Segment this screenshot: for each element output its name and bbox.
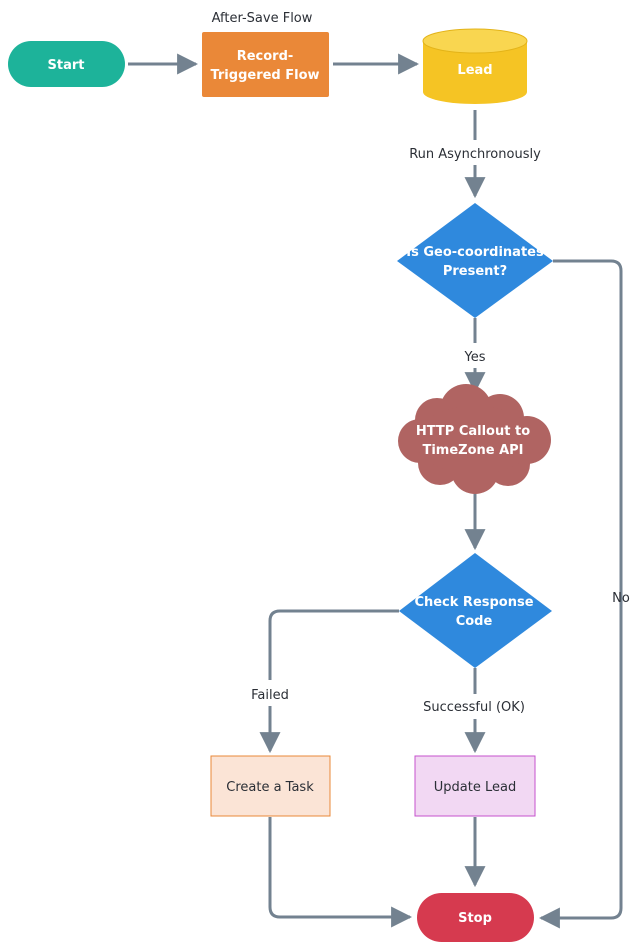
lead-label: Lead xyxy=(457,63,492,78)
no-label: No xyxy=(612,591,630,606)
connectors xyxy=(128,53,623,929)
update-lead-node xyxy=(414,755,536,817)
check-response-decision xyxy=(399,553,552,668)
create-task-label: Create a Task xyxy=(226,780,314,795)
edge-response-failed xyxy=(268,609,399,680)
create-task-node xyxy=(210,755,331,817)
after-save-flow-label: After-Save Flow xyxy=(212,11,313,26)
record-triggered-flow-node xyxy=(202,32,329,97)
http-callout-label-line1: HTTP Callout to xyxy=(416,424,530,439)
start-label: Start xyxy=(48,58,85,73)
yes-label: Yes xyxy=(464,350,486,365)
http-callout-label-line2: TimeZone API xyxy=(422,443,523,458)
response-decision-label-line2: Code xyxy=(456,614,493,629)
stop-label: Stop xyxy=(458,911,492,926)
successful-label: Successful (OK) xyxy=(423,700,525,715)
response-decision-label-line1: Check Response xyxy=(414,595,533,610)
edge-task-to-stop xyxy=(268,817,413,928)
update-lead-label: Update Lead xyxy=(434,780,516,795)
geo-decision-label-line2: Present? xyxy=(443,264,507,279)
edge-geo-no-to-stop xyxy=(538,259,623,929)
record-triggered-flow-label-line1: Record- xyxy=(237,49,294,64)
start-node xyxy=(8,41,125,87)
failed-label: Failed xyxy=(251,688,289,703)
http-callout-cloud xyxy=(398,384,551,494)
geo-coordinates-decision xyxy=(397,203,553,318)
lead-database-node xyxy=(422,28,528,104)
run-asynchronously-label: Run Asynchronously xyxy=(409,147,541,162)
record-triggered-flow-label-line2: Triggered Flow xyxy=(210,68,319,83)
geo-decision-label-line1: Is Geo-coordinates xyxy=(406,245,544,260)
stop-node xyxy=(417,893,534,942)
